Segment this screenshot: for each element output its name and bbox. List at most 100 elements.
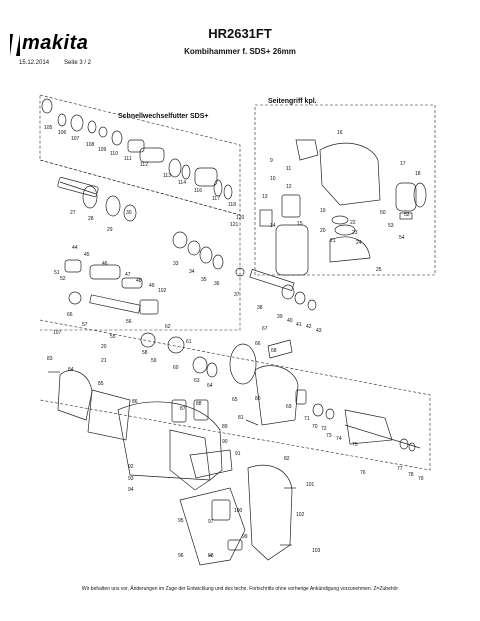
part-number: 107	[71, 136, 80, 142]
part-number: 97	[208, 519, 214, 525]
part-number: 108	[86, 142, 95, 148]
part-number: 77	[397, 466, 403, 472]
part-number-callouts: 105 106 107 108 109 110 111 112 113 114 …	[44, 125, 424, 559]
housing-parts	[117, 399, 293, 566]
model-description: Kombihammer f. SDS+ 26mm	[184, 47, 296, 56]
part-number: 30	[126, 210, 132, 216]
piston-parts	[64, 259, 257, 385]
part-number: 33	[173, 261, 179, 267]
part-number: 94	[128, 487, 134, 493]
part-number: 14	[270, 223, 276, 229]
part-number: 78	[408, 472, 414, 478]
part-number: 12	[286, 184, 292, 190]
part-number: 101	[306, 482, 315, 488]
part-number: 45	[84, 252, 90, 258]
part-number: 28	[88, 216, 94, 222]
part-number: 87	[180, 406, 186, 412]
part-number: 69	[286, 404, 292, 410]
part-number: 24	[356, 240, 362, 246]
part-number: 25	[376, 267, 382, 273]
part-number: 88	[196, 401, 202, 407]
part-number: 20	[101, 344, 107, 350]
makita-logo	[10, 34, 20, 56]
part-number: 91	[235, 451, 241, 457]
part-number: 92	[128, 464, 134, 470]
part-number: 22	[350, 220, 356, 226]
part-number: 37	[234, 292, 240, 298]
part-number: 36	[214, 281, 220, 287]
part-number: 50	[380, 210, 386, 216]
part-number: 17	[400, 161, 406, 167]
part-number: 67	[262, 326, 268, 332]
part-number: 55	[110, 334, 116, 340]
part-number: 47	[125, 272, 131, 278]
part-number: 39	[277, 314, 283, 320]
part-number: 57	[82, 322, 88, 328]
part-number: 84	[68, 367, 74, 373]
part-number: 121	[230, 222, 239, 228]
part-number: 111	[124, 156, 132, 162]
part-number: 16	[337, 130, 343, 136]
part-number: 58	[142, 350, 148, 356]
part-number: 44	[72, 245, 78, 251]
part-number: 21	[101, 358, 107, 364]
screw-parts	[48, 371, 296, 557]
part-number: 70	[312, 424, 318, 430]
part-number: 106	[58, 130, 67, 136]
side-handle-parts	[259, 139, 427, 276]
part-number: 61	[186, 339, 192, 345]
part-number: 65	[232, 397, 238, 403]
part-number: 116	[194, 188, 202, 194]
part-number: 63	[194, 378, 200, 384]
part-number: 59	[151, 358, 157, 364]
gear-parts	[172, 231, 317, 311]
part-number: 105	[44, 125, 53, 131]
part-number: 42	[306, 324, 312, 330]
part-number: 41	[296, 322, 302, 328]
part-number: 75	[352, 442, 358, 448]
part-number: 68	[271, 348, 277, 354]
part-number: 27	[70, 210, 76, 216]
part-number: 10	[270, 176, 276, 182]
part-number: 38	[257, 305, 263, 311]
part-number: 56	[126, 319, 132, 325]
part-number: 117	[212, 196, 220, 202]
part-number: 95	[178, 518, 184, 524]
spindle-parts	[57, 177, 137, 222]
part-number: 100	[234, 508, 243, 514]
brand-wordmark: makita	[22, 32, 89, 54]
part-number: 21	[330, 238, 336, 244]
quick-chuck-parts	[41, 98, 233, 200]
part-number: 13	[262, 194, 268, 200]
part-number: 9	[270, 158, 273, 164]
part-number: 62	[165, 324, 171, 330]
part-number: 49	[149, 283, 155, 289]
part-number: 34	[189, 269, 195, 275]
part-number: 20	[320, 228, 326, 234]
part-number: 46	[102, 261, 108, 267]
part-number: 113	[163, 173, 171, 179]
part-number: 118	[228, 202, 236, 208]
part-number: 120	[236, 215, 245, 221]
section-label-side-handle: Seitengriff kpl.	[268, 98, 317, 105]
part-number: 18	[415, 171, 421, 177]
part-number: 89	[222, 424, 228, 430]
part-number: 73	[326, 433, 332, 439]
part-number: 102	[296, 512, 305, 518]
part-number: 76	[360, 470, 366, 476]
section-label-quick-chuck: Schnellwechselfutter SDS+	[118, 113, 209, 120]
legal-footer: Wir behalten uns vor, Änderungen im Zuge…	[81, 586, 399, 592]
part-number: 54	[399, 235, 405, 241]
document-date: 15.12.2014	[19, 60, 50, 66]
part-number: 66	[255, 341, 261, 347]
part-number: 53	[388, 223, 394, 229]
part-number: 19	[320, 208, 326, 214]
part-number: 114	[178, 180, 186, 186]
part-number: 102	[158, 288, 167, 294]
part-number: 99	[242, 534, 248, 540]
part-number: 43	[316, 328, 322, 334]
part-number: 93	[128, 476, 134, 482]
part-number: 96	[178, 553, 184, 559]
part-number: 81	[238, 415, 244, 421]
